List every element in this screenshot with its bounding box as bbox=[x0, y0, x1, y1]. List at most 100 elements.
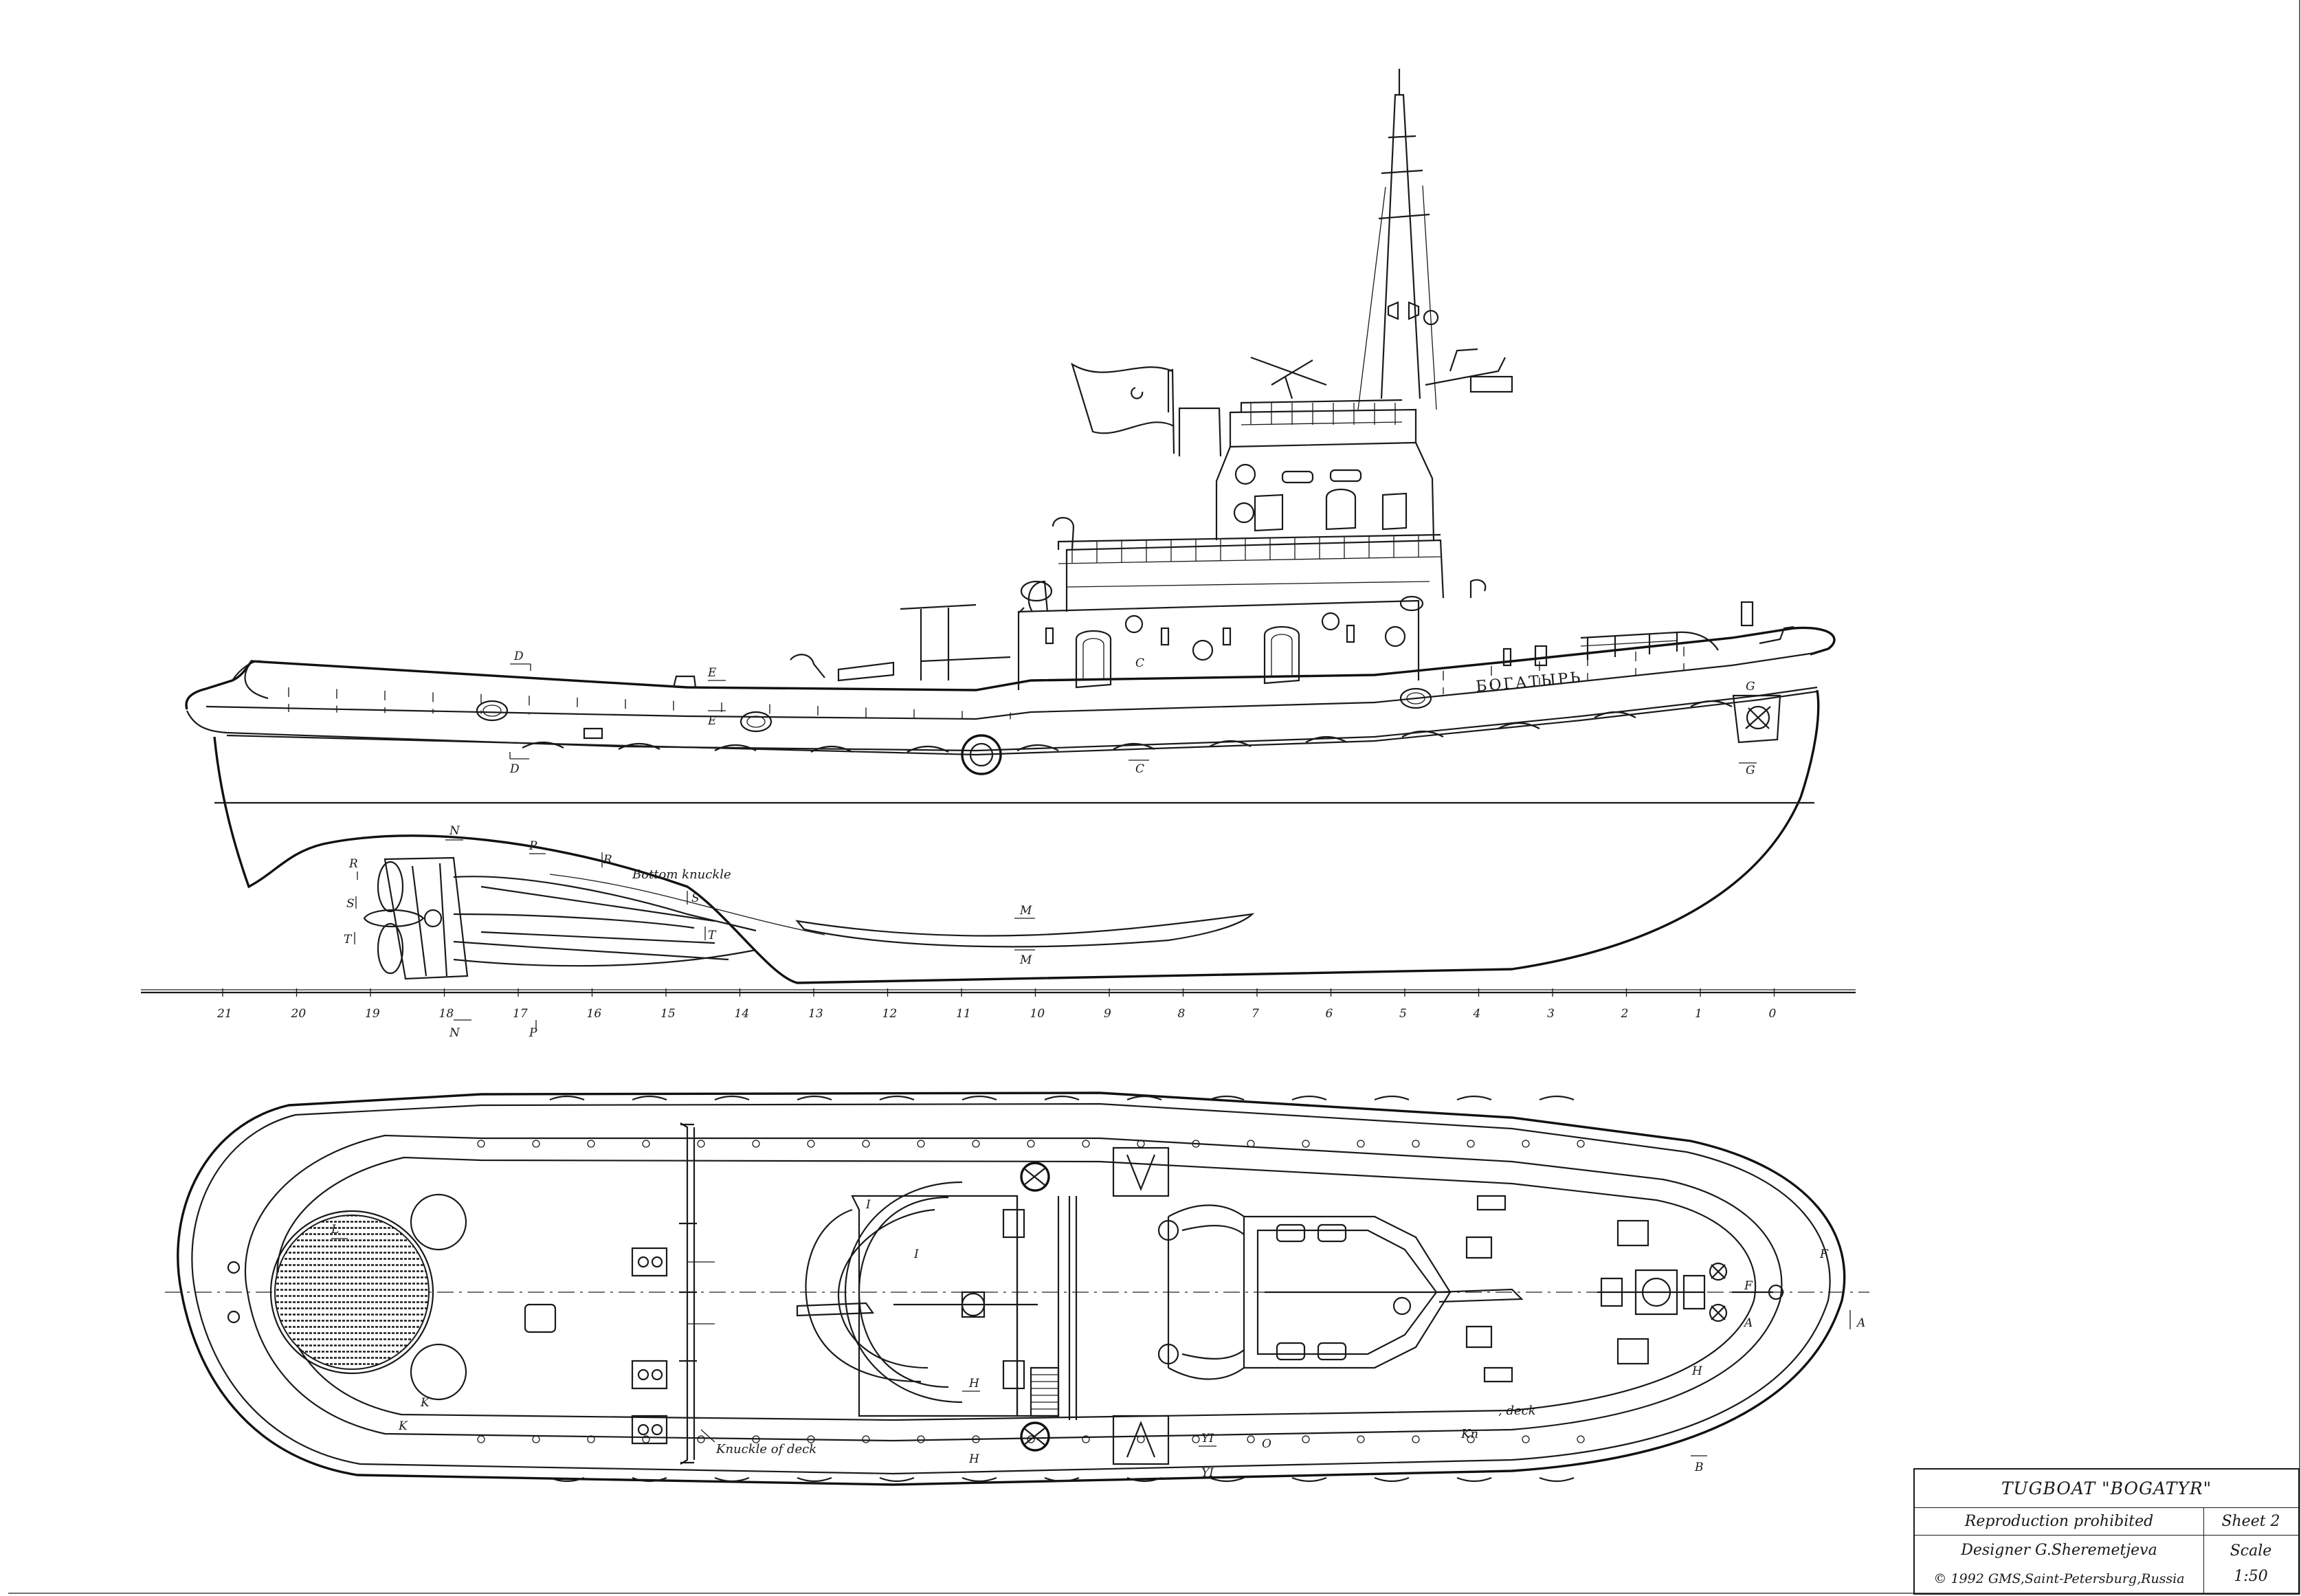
designer-credit: Designer G.Sheremetjeva bbox=[1961, 1542, 2157, 1560]
fender-row bbox=[522, 700, 1733, 753]
bulwark-post bbox=[477, 1140, 485, 1148]
svg-text:E: E bbox=[707, 666, 717, 680]
aft-hatch bbox=[524, 1303, 557, 1333]
deck-edge-fittings bbox=[549, 1095, 1575, 1483]
svg-text:B: B bbox=[1694, 1461, 1704, 1474]
bulwark-post bbox=[697, 1435, 705, 1443]
title-block: TUGBOAT "BOGATYR" Reproduction prohibite… bbox=[1913, 1468, 2300, 1595]
svg-text:G: G bbox=[1746, 764, 1755, 777]
frame-number: 19 bbox=[365, 1007, 380, 1021]
fender-mark bbox=[1374, 1476, 1410, 1483]
bulwark-post bbox=[807, 1435, 815, 1443]
svg-text:T: T bbox=[708, 929, 717, 942]
svg-text:M: M bbox=[1019, 953, 1032, 967]
bulwark-post bbox=[1357, 1140, 1365, 1148]
wheelhouse-plan bbox=[1157, 1204, 1524, 1380]
plan-hull-outline bbox=[177, 1091, 1846, 1486]
wheelhouse bbox=[1057, 399, 1441, 564]
scale-label: Scale bbox=[2230, 1542, 2272, 1560]
frame-number: 3 bbox=[1547, 1007, 1555, 1021]
deckhouse-plan bbox=[851, 1195, 1078, 1420]
frame-number: 2 bbox=[1621, 1007, 1629, 1021]
fender-mark bbox=[714, 1095, 750, 1101]
towing-arch bbox=[679, 1122, 715, 1465]
frame-number: 20 bbox=[291, 1007, 307, 1021]
frame-number: 11 bbox=[956, 1007, 971, 1021]
bulwark-post bbox=[1357, 1435, 1365, 1443]
bulwark-post bbox=[917, 1140, 925, 1148]
bulwark-post bbox=[1302, 1140, 1310, 1148]
frame-number: 10 bbox=[1030, 1007, 1045, 1021]
bulwark-post bbox=[697, 1140, 705, 1148]
bulwark-post bbox=[1412, 1140, 1420, 1148]
bulwark-post bbox=[807, 1140, 815, 1148]
aft-bitts bbox=[631, 1247, 668, 1445]
frame-number: 14 bbox=[735, 1007, 750, 1021]
bulwark-frames bbox=[288, 647, 1685, 720]
bulwark-post bbox=[752, 1435, 760, 1443]
frame-number: 12 bbox=[882, 1007, 898, 1021]
fender-mark bbox=[1539, 1095, 1575, 1101]
bulwark-post bbox=[1247, 1435, 1255, 1443]
frame-number: 16 bbox=[587, 1007, 602, 1021]
fender-mark bbox=[632, 1095, 667, 1101]
sheet-number: Sheet 2 bbox=[2203, 1508, 2298, 1536]
svg-text:C: C bbox=[1135, 762, 1144, 776]
svg-text:E: E bbox=[707, 714, 717, 728]
bulwark-post bbox=[587, 1140, 595, 1148]
bulwark-post bbox=[972, 1435, 980, 1443]
svg-text:P: P bbox=[529, 1026, 537, 1040]
bottom-knuckle-label: Bottom knuckle bbox=[632, 867, 731, 882]
title-block-main: Reproduction prohibited Designer G.Shere… bbox=[1915, 1508, 2204, 1593]
gunwale-line bbox=[205, 652, 1815, 720]
frame-number: 21 bbox=[216, 1007, 232, 1021]
bulwark-post bbox=[1522, 1140, 1530, 1148]
fender-mark bbox=[1539, 1476, 1575, 1483]
svg-text:H: H bbox=[968, 1377, 980, 1390]
title-block-side: Sheet 2 Scale 1:50 bbox=[2203, 1508, 2298, 1593]
knuckle-fwd-label-a: Kn bbox=[1460, 1427, 1478, 1441]
fender-mark bbox=[1126, 1476, 1162, 1483]
bulwark-post bbox=[972, 1140, 980, 1148]
fender-mark bbox=[1126, 1095, 1162, 1101]
profile-view: БОГАТЫРЬ D D E E C C G G M M N N P bbox=[141, 69, 1856, 1040]
frame-number: 13 bbox=[808, 1007, 823, 1021]
svg-text:O: O bbox=[1262, 1437, 1271, 1451]
fender-mark bbox=[1291, 1095, 1327, 1101]
svg-text:R: R bbox=[348, 857, 358, 871]
frame-number: 7 bbox=[1252, 1007, 1259, 1021]
bulwark-post bbox=[1192, 1140, 1200, 1148]
scale-value: 1:50 bbox=[2234, 1568, 2268, 1586]
bulwark-post bbox=[1467, 1140, 1475, 1148]
frame-number: 17 bbox=[513, 1007, 528, 1021]
drawing-title: TUGBOAT "BOGATYR" bbox=[1915, 1470, 2298, 1508]
deckhouse bbox=[1017, 539, 1445, 690]
top-railing bbox=[1250, 403, 1396, 425]
frame-ticks bbox=[222, 988, 1775, 997]
svg-text:YI: YI bbox=[1201, 1432, 1214, 1445]
stern-grating bbox=[269, 1193, 467, 1401]
svg-text:G: G bbox=[1746, 680, 1755, 694]
svg-text:F: F bbox=[1744, 1279, 1753, 1293]
foredeck-plan bbox=[1465, 1195, 1784, 1383]
frame-number: 1 bbox=[1695, 1007, 1702, 1021]
fender-mark bbox=[1291, 1476, 1327, 1483]
funnel bbox=[1178, 407, 1222, 457]
fender-mark bbox=[1209, 1476, 1245, 1483]
stern-bollards bbox=[227, 1261, 241, 1324]
bulwark-post bbox=[1412, 1435, 1420, 1443]
winches-plan bbox=[1112, 1146, 1170, 1465]
bulwark-post bbox=[532, 1140, 540, 1148]
frame-number: 8 bbox=[1178, 1007, 1186, 1021]
svg-text:H: H bbox=[1691, 1364, 1703, 1378]
svg-text:N: N bbox=[449, 824, 460, 838]
fender-mark bbox=[549, 1095, 585, 1101]
svg-text:T: T bbox=[344, 933, 353, 946]
anchor-hawse bbox=[1732, 694, 1781, 744]
frame-number: 15 bbox=[660, 1007, 676, 1021]
radar-antenna bbox=[1250, 356, 1327, 399]
svg-text:I: I bbox=[865, 1198, 871, 1212]
svg-text:C: C bbox=[1135, 656, 1144, 670]
